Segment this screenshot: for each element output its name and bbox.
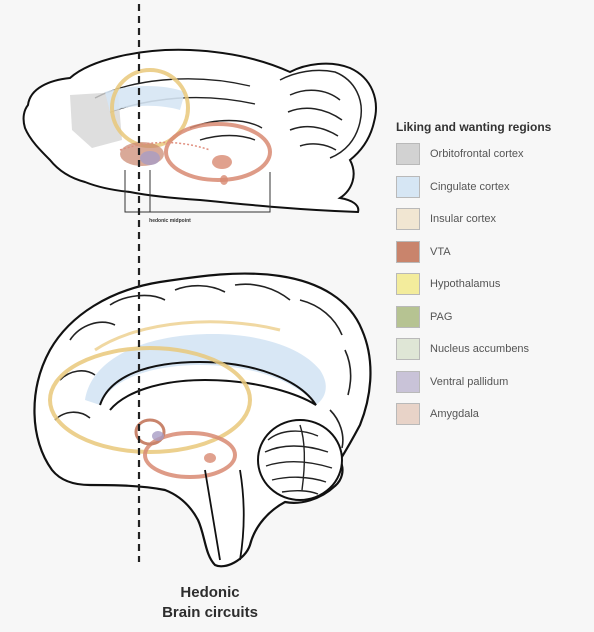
- legend-items: Orbitofrontal cortex Cingulate cortex In…: [396, 142, 586, 426]
- human-vta-region: [134, 418, 166, 446]
- legend-label: Nucleus accumbens: [430, 343, 530, 355]
- rodent-ventral-pallidum: [140, 151, 160, 165]
- legend-item-vta: VTA: [396, 240, 586, 264]
- human-hypothalamus-ring: [48, 346, 252, 454]
- legend-swatch: [396, 208, 420, 230]
- human-insular-arc: [94, 320, 281, 352]
- legend-item-amygdala: Amygdala: [396, 402, 586, 426]
- caption-line-2: Brain circuits: [162, 604, 258, 621]
- legend-item-pag: PAG: [396, 305, 586, 329]
- legend-label: Ventral pallidum: [430, 375, 509, 388]
- legend-label: PAG: [430, 310, 453, 323]
- human-amygdala-ring: [143, 431, 237, 479]
- legend-swatch: [396, 305, 420, 328]
- legend-swatch: [396, 143, 420, 165]
- human-brain: [33, 272, 372, 568]
- legend-item-nucleus-accumbens: Nucleus accumbens: [396, 337, 586, 361]
- legend-label: VTA: [430, 245, 451, 258]
- legend-item-orbitofrontal-cortex: Orbitofrontal cortex: [396, 142, 586, 166]
- legend-label: Orbitofrontal cortex: [430, 148, 524, 160]
- legend-label: Insular cortex: [430, 213, 497, 225]
- legend-swatch: [396, 273, 420, 295]
- rodent-hypothalamus-spot: [212, 155, 232, 169]
- legend-title: Liking and wanting regions: [396, 120, 552, 134]
- rodent-brain: [22, 48, 377, 214]
- human-cerebellum: [257, 419, 343, 501]
- legend-swatch: [396, 370, 420, 393]
- rodent-midpoint-bracket: [124, 170, 271, 213]
- rodent-pathway: [119, 141, 211, 151]
- human-corpus-callosum: [99, 360, 317, 411]
- human-pag-spot: [204, 453, 216, 463]
- human-brainstem: [204, 469, 245, 561]
- legend-swatch: [396, 403, 420, 425]
- legend-swatch: [396, 175, 420, 198]
- human-gyri: [54, 283, 352, 449]
- hedonic-midpoint-label: hedonic midpoint: [149, 218, 191, 224]
- legend-item-insular-cortex: Insular cortex: [396, 207, 586, 231]
- human-brain-outline: [33, 272, 372, 568]
- caption-line-1: Hedonic: [180, 584, 240, 601]
- human-ventral-pallidum: [152, 431, 164, 441]
- rodent-cerebellum: [279, 69, 362, 159]
- legend: Liking and wanting regions Orbitofrontal…: [396, 120, 586, 435]
- legend-swatch: [396, 338, 420, 360]
- legend-swatch: [396, 240, 420, 263]
- rodent-amygdala-ring: [164, 122, 272, 182]
- rodent-pag-spot: [220, 175, 228, 185]
- legend-label: Hypothalamus: [430, 278, 501, 290]
- human-cingulate-region: [85, 334, 326, 405]
- legend-item-cingulate-cortex: Cingulate cortex: [396, 175, 586, 199]
- legend-label: Amygdala: [430, 408, 479, 420]
- legend-item-hypothalamus: Hypothalamus: [396, 272, 586, 296]
- rodent-cingulate-region: [105, 86, 185, 112]
- legend-label: Cingulate cortex: [430, 180, 510, 193]
- legend-item-ventral-pallidum: Ventral pallidum: [396, 370, 586, 394]
